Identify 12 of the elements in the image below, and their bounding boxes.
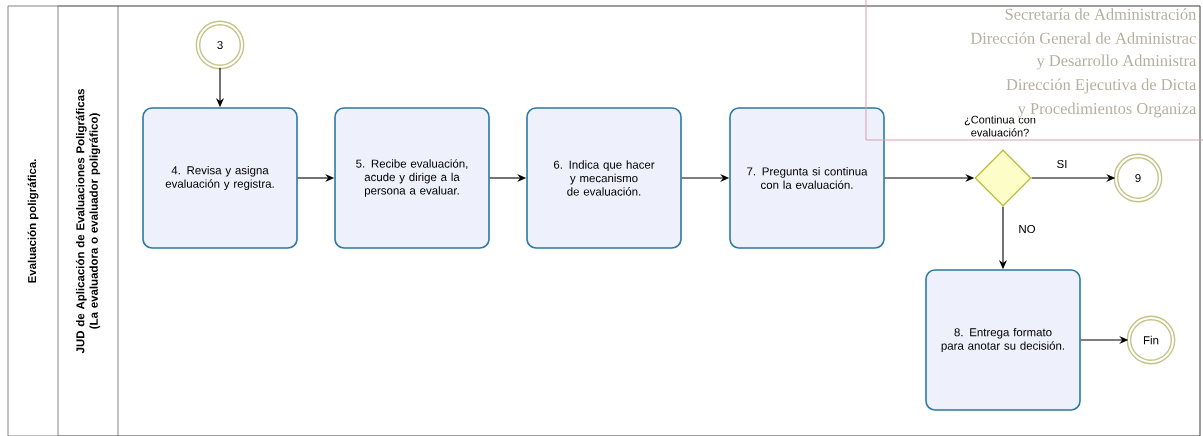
edge-label: SI — [1055, 158, 1069, 170]
task-box: 7. Pregunta si continua con la evaluación. — [729, 107, 885, 249]
stamp-text: Secretaría de Administración — [1004, 7, 1197, 21]
task-box: 4. Revisa y asigna evaluación y registra. — [142, 107, 298, 249]
task-box: 8. Entrega formato para anotar su decisión. — [925, 269, 1081, 411]
stamp-text: Dirección Ejecutiva de Dicta — [1005, 78, 1197, 94]
task-box: 6. Indica que hacer y mecanismo de evaluación. — [526, 107, 682, 249]
stamp-text: Dirección General de Administrac — [969, 31, 1197, 45]
task-box: 5. Recibe evaluación, acude y dirige a la persona a evaluar. — [334, 107, 490, 249]
stamp-text: y Procedimientos Organiza — [1017, 102, 1197, 118]
edge-label: NO — [1017, 223, 1037, 235]
stamp-text: y Desarrollo Administra — [1036, 54, 1197, 70]
